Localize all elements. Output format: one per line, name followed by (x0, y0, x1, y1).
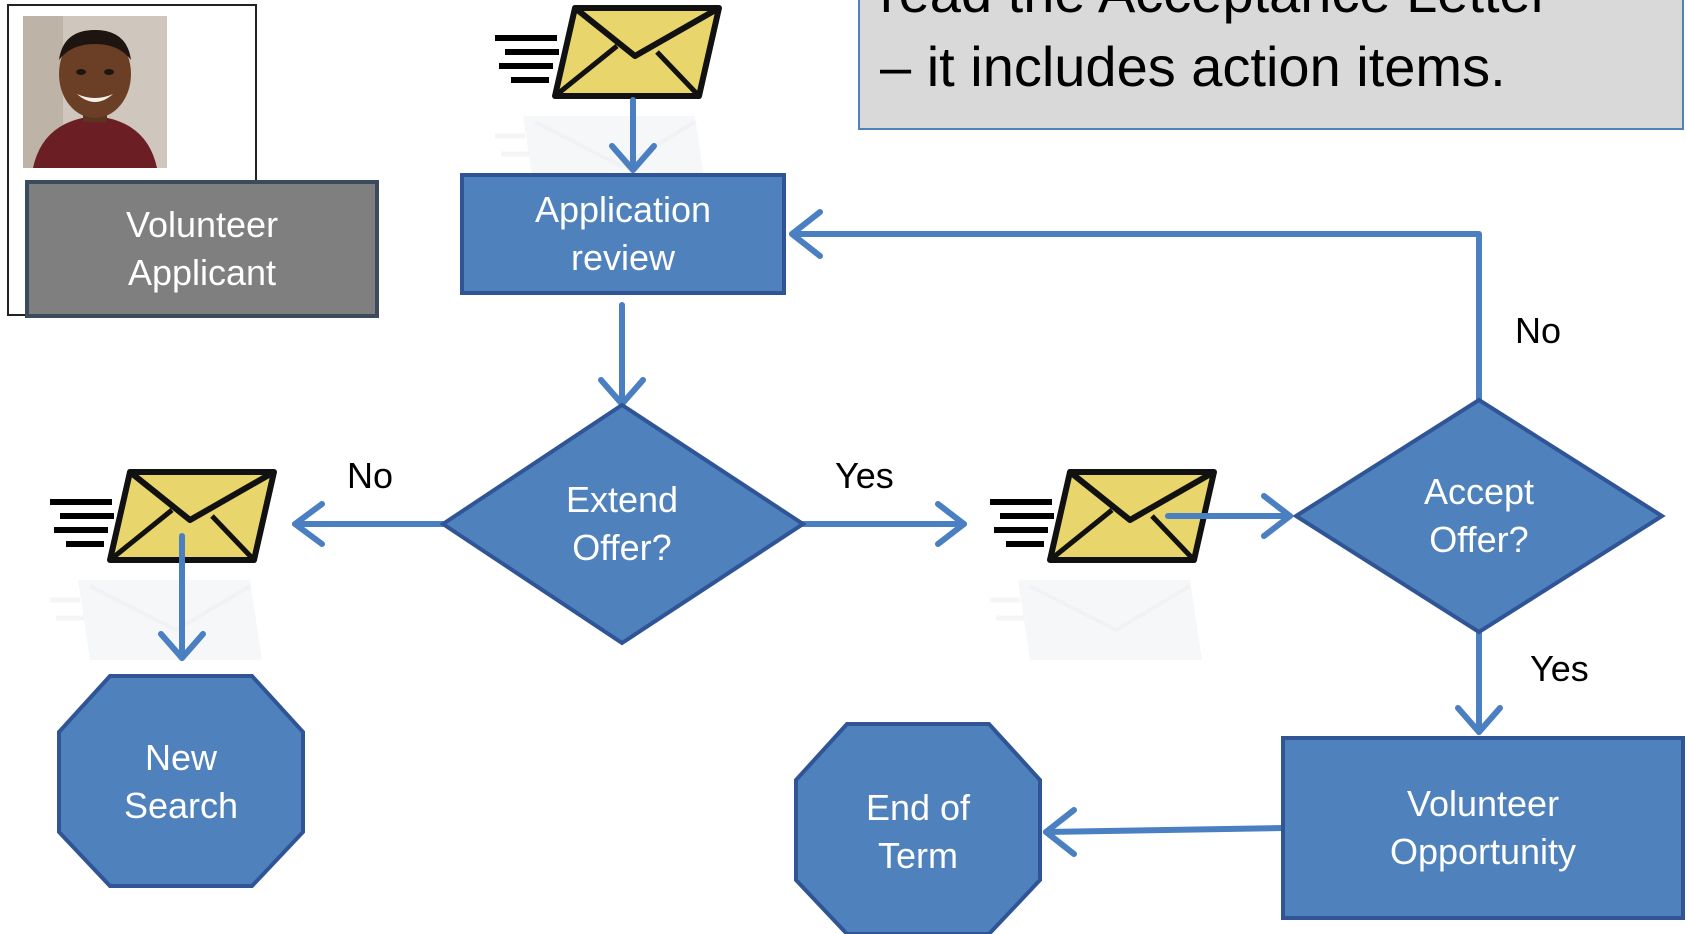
end-of-term-label: End of Term (796, 780, 1040, 884)
application-review-label: Application review (462, 175, 784, 293)
accept-offer-line-1: Accept (1423, 471, 1535, 512)
envelope-icon (990, 472, 1214, 660)
accept-offer-diamond (1292, 397, 1666, 635)
volunteer-opportunity-box (1281, 736, 1685, 920)
callout-line-1: read the Acceptance Letter (880, 0, 1549, 25)
applicant-label-line-2: Applicant (127, 252, 277, 293)
accept-offer-line-2: Offer? (1429, 519, 1529, 560)
application-review-line-2: review (570, 237, 676, 278)
end-of-term-octagon (794, 722, 1042, 934)
volunteer-opportunity-line-2: Opportunity (1389, 831, 1577, 872)
arrowhead (1261, 493, 1293, 539)
arrowhead (158, 631, 206, 661)
connector (1043, 825, 1286, 835)
arrowhead (935, 501, 967, 547)
arrowhead (1455, 705, 1503, 735)
new-search-line-1: New (144, 737, 218, 778)
extend-offer-line-1: Extend (565, 479, 679, 520)
extend-offer-no-label: No (347, 455, 394, 496)
application-review-line-1: Application (534, 189, 712, 230)
volunteer-opportunity-label: Volunteer Opportunity (1283, 776, 1683, 880)
arrowhead (789, 209, 823, 259)
instruction-callout: read the Acceptance Letter – it includes… (858, 0, 1684, 130)
application-review-box (460, 173, 786, 295)
arrowhead (292, 501, 325, 547)
new-search-line-2: Search (123, 785, 239, 826)
extend-offer-diamond (439, 402, 807, 646)
extend-offer-line-2: Offer? (572, 527, 672, 568)
accept-offer-yes-label: Yes (1530, 648, 1589, 689)
applicant-label-box: Volunteer Applicant (25, 180, 379, 318)
new-search-octagon (57, 674, 305, 888)
connector (789, 231, 1482, 403)
arrowhead (1043, 807, 1077, 857)
applicant-label-line-1: Volunteer (125, 204, 279, 245)
accept-offer-no-label: No (1515, 310, 1562, 351)
volunteer-opportunity-line-1: Volunteer (1406, 783, 1560, 824)
extend-offer-label: Extend Offer? (500, 474, 744, 574)
arrowhead (609, 143, 657, 173)
accept-offer-label: Accept Offer? (1357, 466, 1601, 566)
person-photo (23, 16, 167, 168)
new-search-label: New Search (59, 730, 303, 834)
end-of-term-line-1: End of (865, 787, 971, 828)
extend-offer-yes-label: Yes (835, 455, 894, 496)
envelope-icon (495, 8, 719, 196)
end-of-term-line-2: Term (878, 835, 958, 876)
callout-line-2: – it includes action items. (880, 35, 1506, 98)
